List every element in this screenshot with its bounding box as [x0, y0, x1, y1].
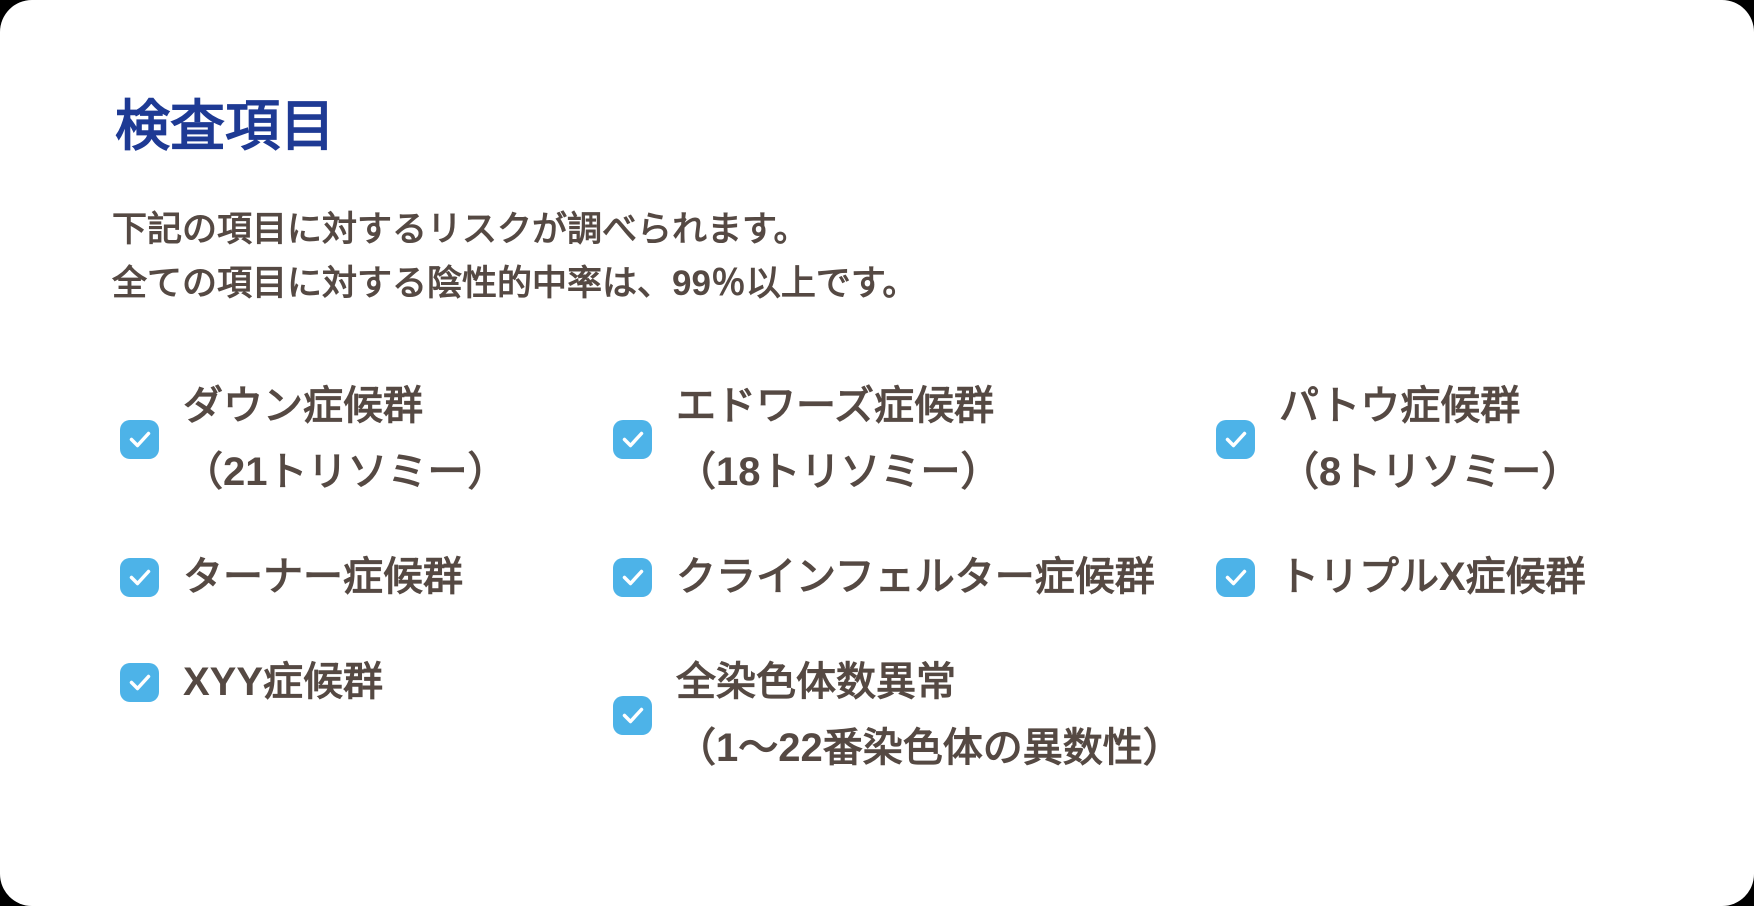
check-icon [622, 707, 643, 723]
checkbox-label: トリプルX症候群 [1279, 544, 1586, 610]
checkbox-label-line: トリプルX症候群 [1279, 555, 1586, 599]
page-title: 検査項目 [115, 95, 336, 157]
check-icon [1225, 431, 1246, 447]
description-line-1: 下記の項目に対するリスクが調べられます。 [112, 210, 809, 249]
description-line-2: 全ての項目に対する陰性的中率は、99％以上です。 [112, 264, 918, 303]
check-icon [1225, 569, 1246, 585]
checkbox-label: ダウン症候群 （21トリソミー） [183, 373, 508, 505]
checkbox-item: 全染色体数異常 （1〜22番染色体の異数性） [613, 649, 1216, 781]
description: 下記の項目に対するリスクが調べられます。 全ての項目に対する陰性的中率は、99％… [112, 203, 917, 311]
checkbox-item: ターナー症候群 [120, 544, 613, 610]
checkbox-item: クラインフェルター症候群 [613, 544, 1216, 610]
checkbox-label: エドワーズ症候群 （18トリソミー） [676, 373, 1001, 505]
checkbox-label-line: （18トリソミー） [676, 450, 1001, 494]
test-items-grid: ダウン症候群 （21トリソミー） エドワーズ症候群 （18トリソミー） パトウ症候群 （8… [120, 373, 1586, 781]
checkbox-label: クラインフェルター症候群 [676, 544, 1155, 610]
checkbox-label-line: エドワーズ症候群 [676, 384, 994, 428]
checkbox[interactable] [613, 695, 652, 735]
checkbox-label-line: パトウ症候群 [1279, 384, 1521, 428]
checkbox-label: パトウ症候群 （8トリソミー） [1279, 373, 1581, 505]
checkbox[interactable] [120, 557, 159, 597]
checkbox-label-line: （1〜22番染色体の異数性） [676, 726, 1183, 770]
check-icon [622, 431, 643, 447]
checkbox[interactable] [613, 557, 652, 597]
checkbox-label-line: ダウン症候群 [183, 384, 423, 428]
check-icon [129, 431, 150, 447]
checkbox[interactable] [120, 662, 159, 702]
checkbox-label-line: 全染色体数異常 [676, 660, 956, 704]
check-icon [129, 569, 150, 585]
checkbox[interactable] [613, 419, 652, 459]
checkbox-label-line: （8トリソミー） [1279, 450, 1582, 494]
checkbox[interactable] [1216, 419, 1255, 459]
checkbox-item: エドワーズ症候群 （18トリソミー） [613, 373, 1216, 505]
checkbox-item: パトウ症候群 （8トリソミー） [1216, 373, 1586, 505]
checkbox-label: 全染色体数異常 （1〜22番染色体の異数性） [676, 649, 1183, 781]
check-icon [129, 674, 150, 690]
checkbox-label: ターナー症候群 [183, 544, 463, 610]
checkbox-item: XYY症候群 [120, 649, 613, 715]
checkbox[interactable] [1216, 557, 1255, 597]
checkbox-label: XYY症候群 [183, 649, 383, 715]
checkbox-label-line: XYY症候群 [183, 660, 384, 704]
checkbox[interactable] [120, 419, 159, 459]
check-icon [622, 569, 643, 585]
checkbox-label-line: クラインフェルター症候群 [676, 555, 1155, 599]
checkbox-label-line: （21トリソミー） [183, 450, 508, 494]
checkbox-label-line: ターナー症候群 [183, 555, 463, 599]
checkbox-item: トリプルX症候群 [1216, 544, 1586, 610]
checkbox-item: ダウン症候群 （21トリソミー） [120, 373, 613, 505]
